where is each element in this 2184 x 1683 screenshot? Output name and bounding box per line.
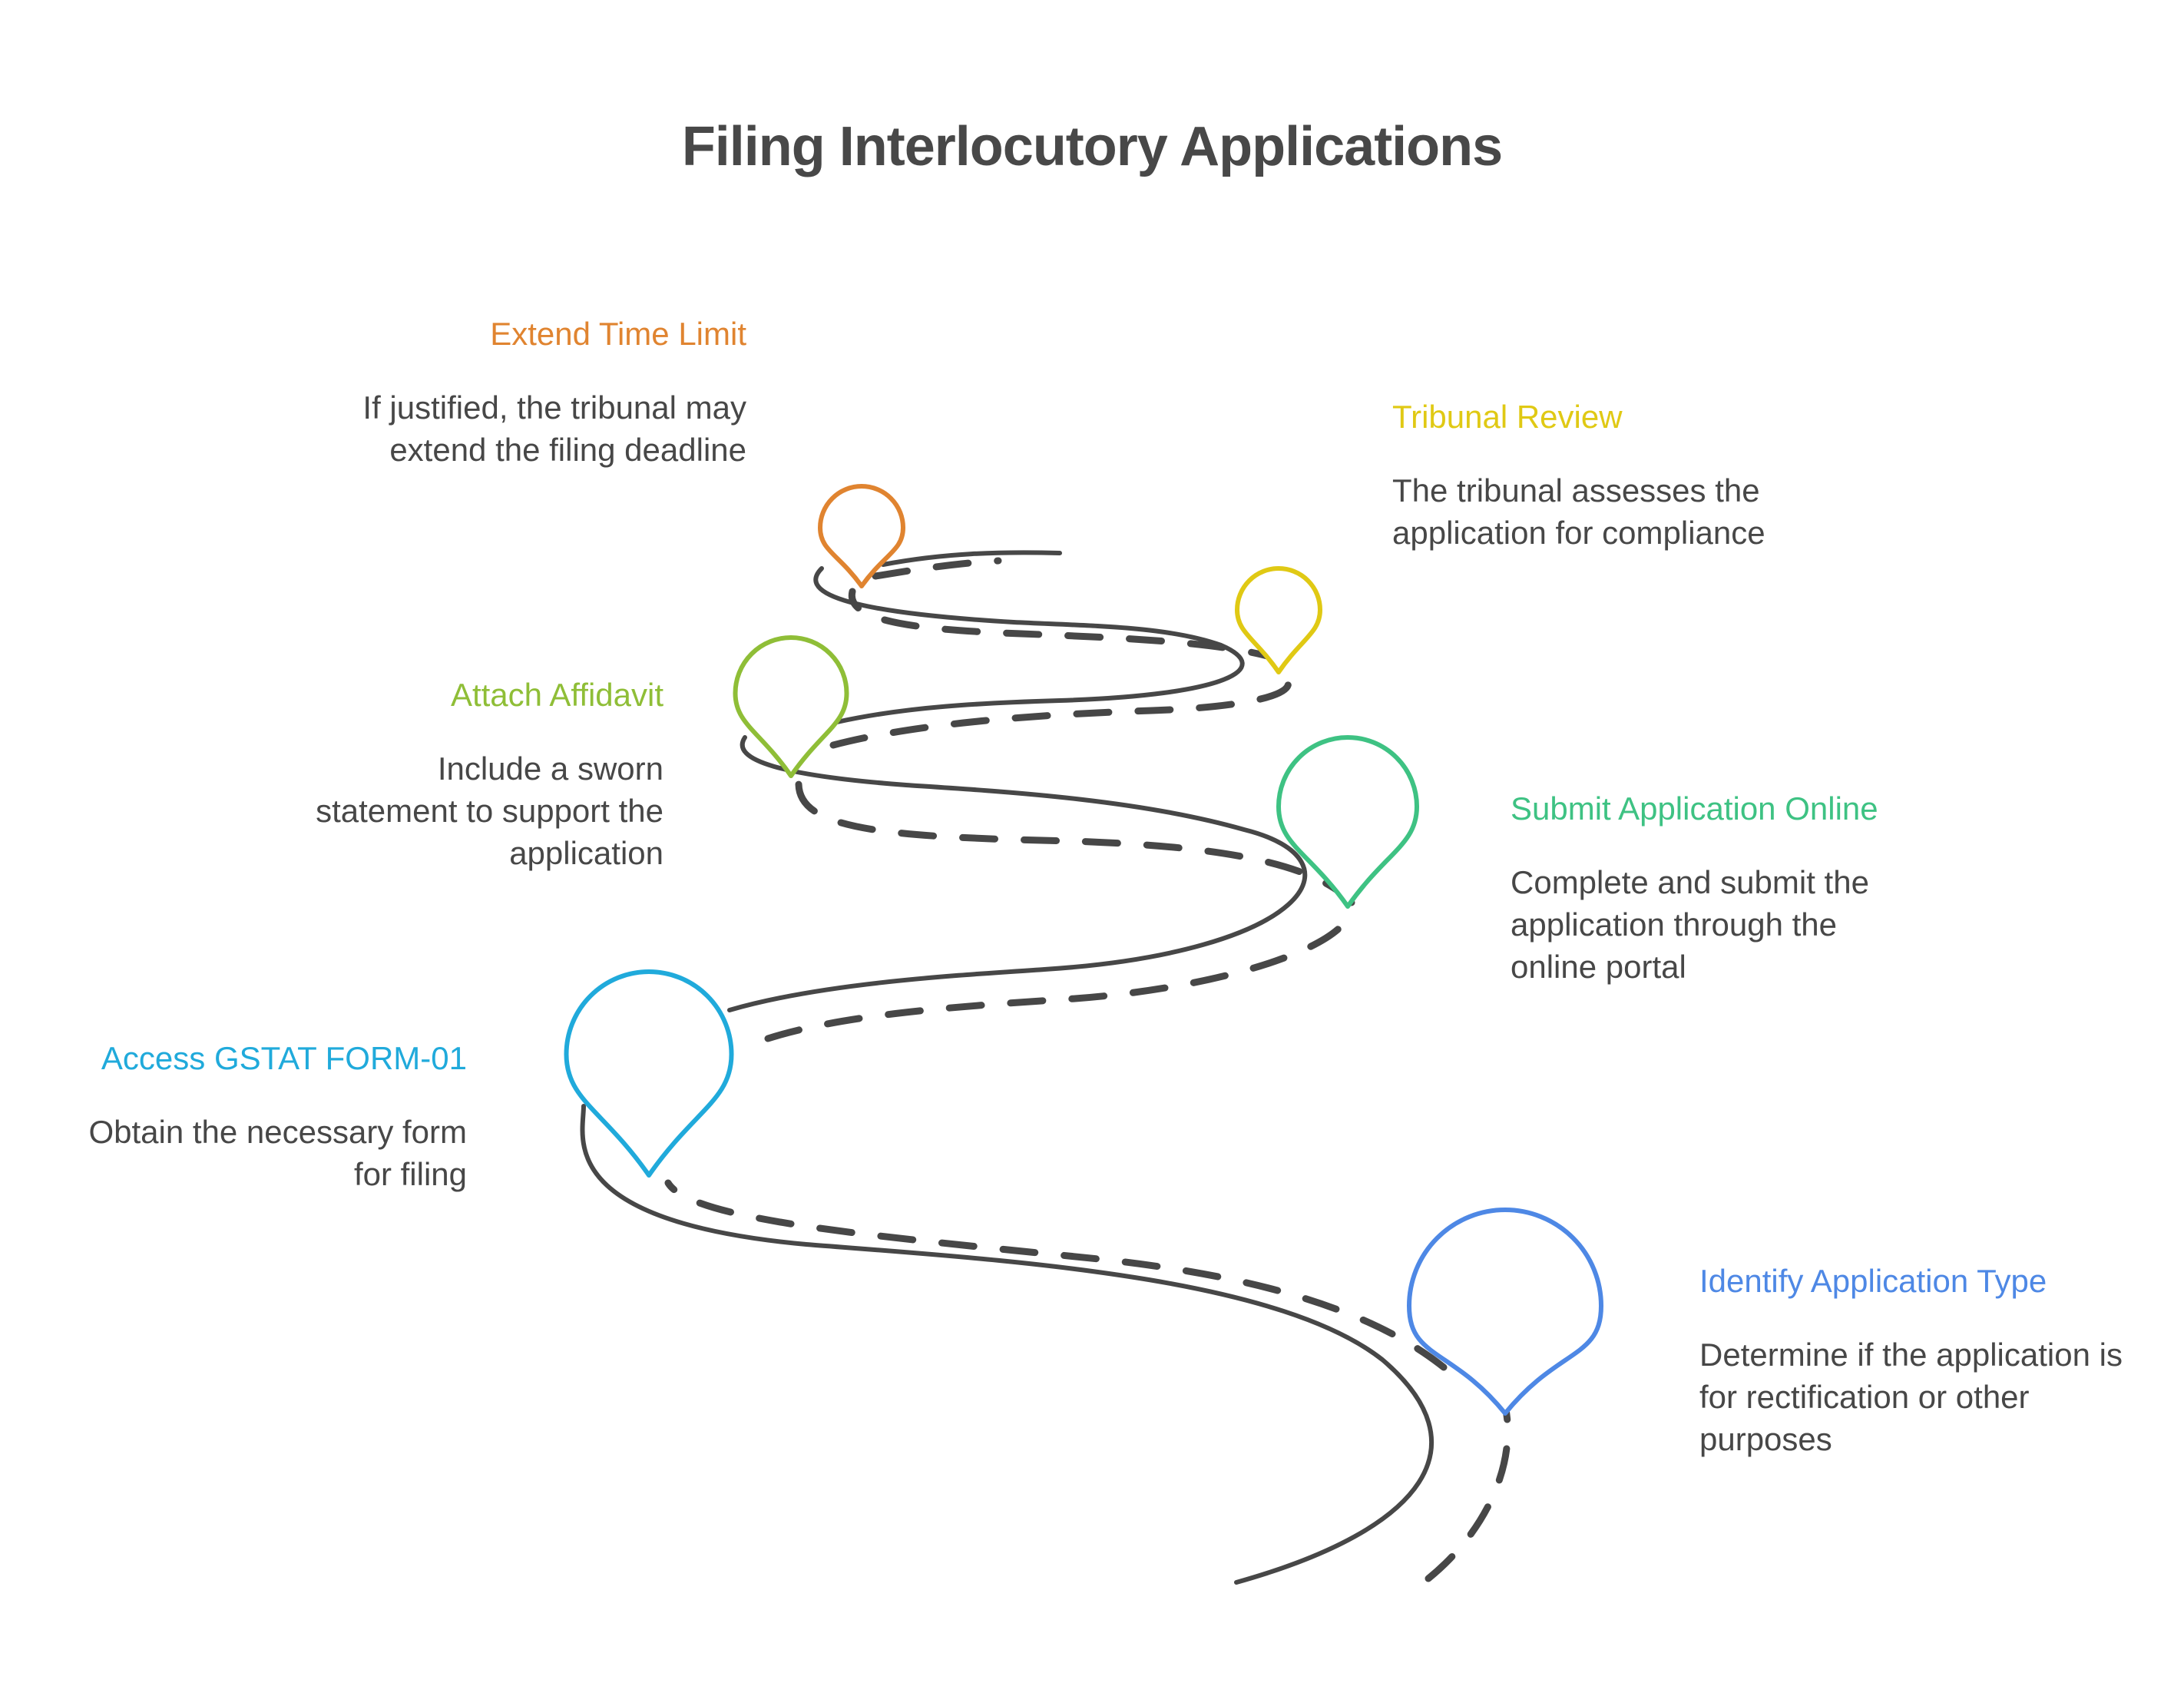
step-description: If justified, the tribunal may extend th… bbox=[362, 389, 746, 468]
step-title: Attach Affidavit bbox=[450, 677, 663, 713]
map-pin-icon-affidavit bbox=[733, 635, 849, 778]
step-identify-application-type: Identify Application Type Determine if t… bbox=[1699, 1260, 2176, 1460]
step-description: Obtain the necessary form for filing bbox=[88, 1114, 467, 1192]
step-description: The tribunal assesses the application fo… bbox=[1392, 472, 1765, 551]
step-access-gstat-form: Access GSTAT FORM-01 Obtain the necessar… bbox=[0, 1037, 467, 1195]
map-pin-icon-identify bbox=[1407, 1208, 1603, 1416]
road-center-dashes bbox=[664, 557, 1511, 1582]
step-extend-time-limit: Extend Time Limit If justified, the trib… bbox=[270, 313, 746, 471]
step-attach-affidavit: Attach Affidavit Include a sworn stateme… bbox=[187, 674, 663, 874]
diagram-title: Filing Interlocutory Applications bbox=[681, 116, 1503, 177]
step-title: Submit Application Online bbox=[1511, 790, 1878, 827]
step-title: Tribunal Review bbox=[1392, 399, 1623, 435]
step-title: Access GSTAT FORM-01 bbox=[101, 1040, 467, 1076]
map-pin-icon-access bbox=[564, 969, 734, 1178]
step-description: Complete and submit the application thro… bbox=[1511, 864, 1869, 985]
map-pin-icon-submit bbox=[1276, 735, 1419, 909]
map-pin-icon-review bbox=[1235, 566, 1322, 674]
step-submit-application-online: Submit Application Online Complete and s… bbox=[1511, 787, 1987, 988]
step-title: Extend Time Limit bbox=[490, 316, 746, 352]
step-description: Include a sworn statement to support the… bbox=[316, 750, 663, 871]
step-tribunal-review: Tribunal Review The tribunal assesses th… bbox=[1392, 396, 1868, 554]
step-description: Determine if the application is for rect… bbox=[1699, 1337, 2123, 1457]
map-pin-icon-extend bbox=[818, 484, 905, 588]
step-title: Identify Application Type bbox=[1699, 1263, 2047, 1299]
road-edge-left bbox=[580, 550, 1434, 1585]
